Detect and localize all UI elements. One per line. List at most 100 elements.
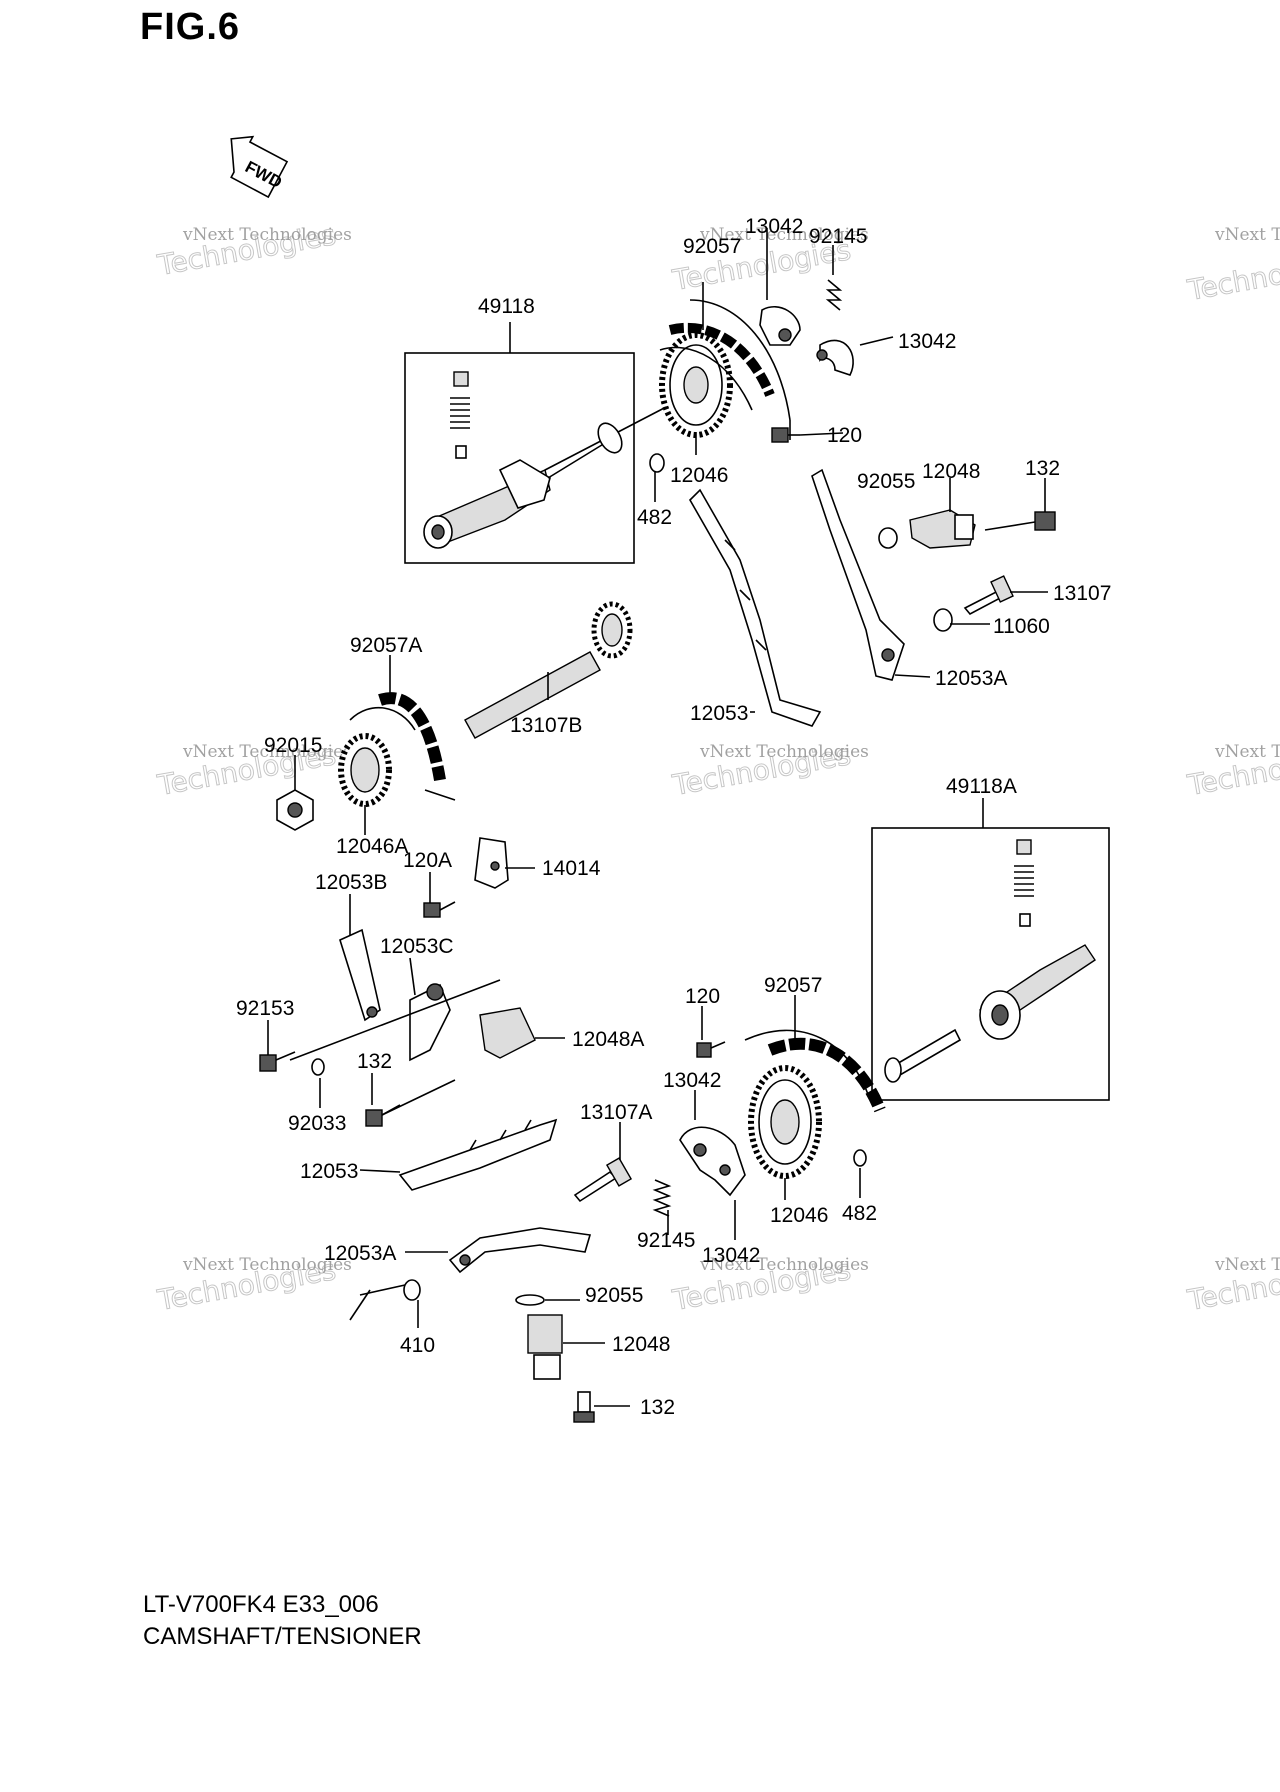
- part-12053A-guide-bottom: [448, 1227, 592, 1274]
- watermark-right-mid: vNext Technologies Technologies: [1184, 738, 1280, 803]
- part-12053-guide-bottom: [398, 1118, 558, 1191]
- label-11060: 11060: [993, 615, 1050, 638]
- part-13107-pin-top: [963, 575, 1014, 616]
- label-12053B: 12053B: [315, 871, 387, 894]
- part-13042-weight-top-1: [759, 305, 801, 346]
- svg-text:Technologies: Technologies: [1185, 243, 1280, 307]
- svg-text:vNext Technologies: vNext Technologies: [1214, 742, 1280, 762]
- figure-name: CAMSHAFT/TENSIONER: [143, 1623, 422, 1650]
- label-12048A: 12048A: [572, 1028, 644, 1051]
- label-132-mid: 132: [357, 1050, 392, 1073]
- part-92055-ring-bottom: [515, 1294, 545, 1306]
- part-410-washer: [403, 1279, 421, 1301]
- part-13107B-shaft: [464, 601, 633, 739]
- label-12046-bottom: 12046: [770, 1204, 828, 1227]
- part-92033-ring: [311, 1058, 325, 1076]
- svg-text:vNext Technologies: vNext Technologies: [1214, 1255, 1280, 1275]
- label-120-top: 120: [827, 424, 862, 447]
- part-12048-tensioner-bottom: [527, 1314, 563, 1380]
- svg-text:vNext Technologies: vNext Technologies: [182, 225, 352, 245]
- figure-code: LT-V700FK4 E33_006: [143, 1591, 379, 1618]
- part-120-bolt-bottom: [696, 1041, 726, 1058]
- part-12046-sprocket-top: [659, 332, 733, 438]
- label-92055-bottom: 92055: [585, 1284, 643, 1307]
- figure-title: FIG.6: [140, 6, 241, 48]
- label-120A: 120A: [403, 849, 452, 872]
- watermark-center-mid: vNext Technologies Technologies: [669, 738, 869, 803]
- part-482-ring-top: [649, 453, 665, 473]
- fwd-arrow-icon: FWD: [230, 135, 289, 199]
- label-49118A: 49118A: [946, 775, 1017, 798]
- part-11060-washer-top: [933, 608, 953, 632]
- watermark-right-bot: vNext Technologies Technologies: [1184, 1253, 1280, 1318]
- label-12053-top: 12053: [690, 702, 748, 725]
- svg-text:vNext Technologies: vNext Technologies: [699, 1255, 869, 1275]
- part-12053-guide-top: [689, 488, 822, 727]
- part-12048A-tensioner: [479, 1007, 536, 1059]
- watermark-right-top: vNext Technologies Technologies: [1184, 225, 1280, 308]
- label-482-bottom: 482: [842, 1202, 877, 1225]
- watermark-left-bot: vNext Technologies Technologies: [154, 1253, 352, 1318]
- label-12053A-top: 12053A: [935, 667, 1007, 690]
- label-13107B: 13107B: [510, 714, 582, 737]
- part-92057-chain-bottom: [744, 1029, 886, 1113]
- part-92057-chain-top: [659, 299, 791, 440]
- part-92153-bolt: [259, 1051, 296, 1072]
- part-camshaft-bolt-top: [544, 404, 671, 479]
- label-92057-top: 92057: [683, 235, 741, 258]
- part-49118A-box: [871, 798, 1110, 1101]
- part-92145-spring-top: [825, 279, 843, 311]
- label-13107A: 13107A: [580, 1101, 652, 1124]
- part-labels: 49118 92057 13042 92145 13042 120 12046 …: [236, 215, 1111, 1419]
- part-132-bolt-bottom: [573, 1391, 595, 1423]
- label-92057A: 92057A: [350, 634, 422, 657]
- svg-text:vNext Technologies: vNext Technologies: [699, 742, 869, 762]
- label-13042-bottom-2: 13042: [702, 1244, 760, 1267]
- part-92145-spring-bottom: [652, 1179, 672, 1217]
- label-12048-top: 12048: [922, 460, 980, 483]
- label-92015: 92015: [264, 734, 322, 757]
- part-92015-nut: [276, 789, 314, 831]
- label-92055-top: 92055: [857, 470, 915, 493]
- label-13107: 13107: [1053, 582, 1111, 605]
- label-132-top: 132: [1025, 457, 1060, 480]
- label-13042-top-2: 13042: [898, 330, 956, 353]
- part-120A-bolt: [423, 901, 456, 918]
- part-482-ring-bottom: [853, 1149, 867, 1167]
- part-14014-plate: [474, 837, 509, 889]
- label-12048-bottom: 12048: [612, 1333, 670, 1356]
- svg-text:vNext Technologies: vNext Technologies: [1214, 225, 1280, 245]
- part-12053A-guide-top: [811, 468, 905, 681]
- label-13042-top-1: 13042: [745, 215, 803, 238]
- part-12046-sprocket-bottom: [748, 1065, 822, 1179]
- label-12053C: 12053C: [380, 935, 454, 958]
- svg-text:vNext Technologies: vNext Technologies: [182, 1255, 352, 1275]
- part-92055-ring-top: [878, 527, 898, 549]
- label-132-bottom: 132: [640, 1396, 675, 1419]
- part-132-bolt-top: [984, 511, 1056, 531]
- part-49118-box: [404, 322, 635, 564]
- label-12053-bottom: 12053: [300, 1160, 358, 1183]
- part-13107A-pin: [573, 1157, 633, 1203]
- svg-text:vNext Technologies: vNext Technologies: [182, 742, 352, 762]
- svg-text:vNext Technologies: vNext Technologies: [699, 225, 869, 245]
- label-92153: 92153: [236, 997, 294, 1020]
- leader-lines: [267, 228, 1048, 1407]
- leader-lines-mid: [289, 979, 501, 1116]
- label-49118: 49118: [478, 295, 535, 318]
- watermark-center-bot: vNext Technologies Technologies: [669, 1253, 869, 1318]
- part-12053B-guide: [339, 928, 381, 1022]
- part-12053C-arm: [409, 983, 451, 1062]
- part-13042-weights-bottom: [679, 1126, 746, 1197]
- label-92057-bottom: 92057: [764, 974, 822, 997]
- label-92145-bottom: 92145: [637, 1229, 695, 1252]
- label-92033: 92033: [288, 1112, 346, 1135]
- label-12053A-bottom: 12053A: [324, 1242, 396, 1265]
- label-410: 410: [400, 1334, 435, 1357]
- label-120-bottom: 120: [685, 985, 720, 1008]
- part-12048-tensioner-top: [909, 509, 976, 549]
- part-13042-weight-top-2: [816, 339, 854, 376]
- label-92145-top: 92145: [809, 225, 867, 248]
- label-13042-bottom-1: 13042: [663, 1069, 721, 1092]
